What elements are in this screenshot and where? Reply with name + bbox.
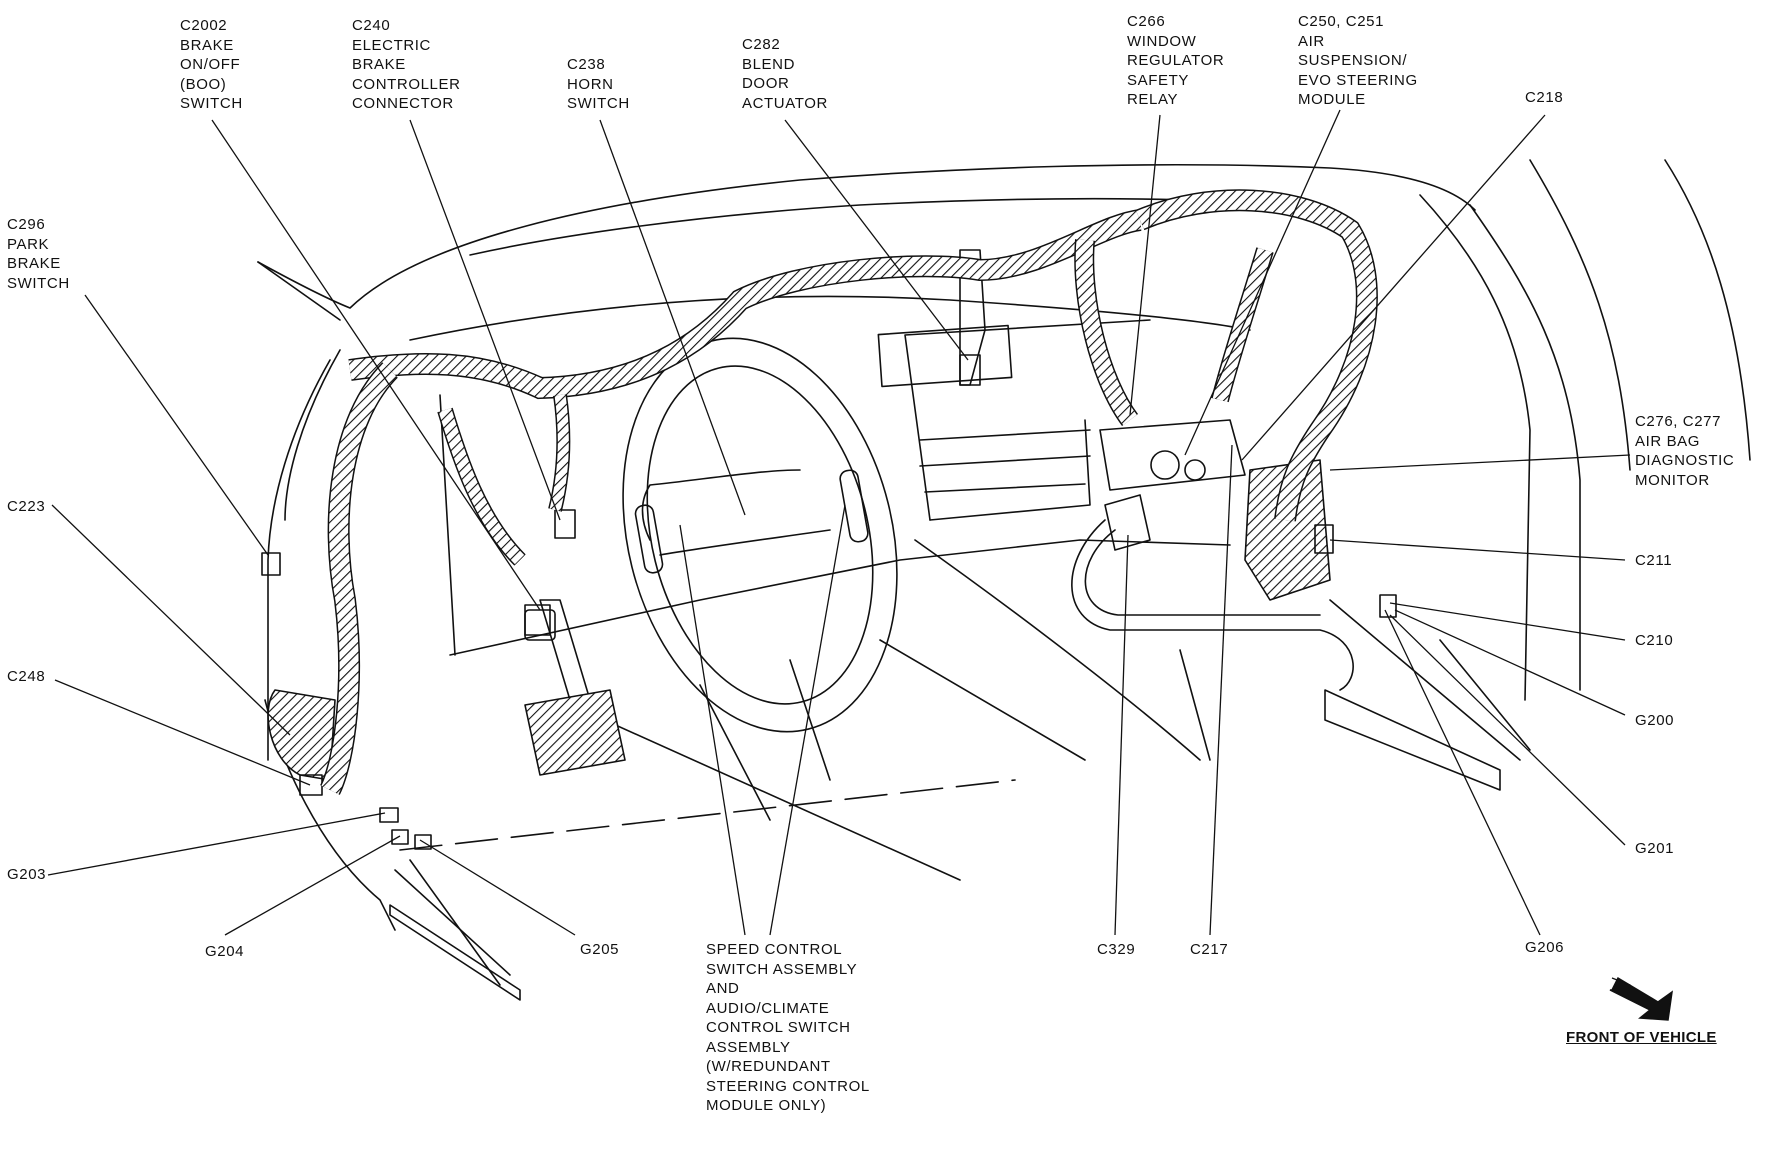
c211-connector xyxy=(1314,524,1334,554)
leader-c210 xyxy=(1389,602,1626,641)
brake-pedal xyxy=(524,689,626,776)
c329-connector xyxy=(1104,494,1151,551)
label-c329: C329 xyxy=(1097,941,1136,958)
right-sill xyxy=(1324,689,1501,791)
front-of-vehicle-label: FRONT OF VEHICLE xyxy=(1566,1029,1717,1046)
leader-g203 xyxy=(47,812,386,876)
leader-c2002 xyxy=(211,119,541,611)
label-c2002: C2002 BRAKE ON/OFF (BOO) SWITCH xyxy=(180,17,243,112)
label-g200: G200 xyxy=(1635,712,1675,729)
steering-spoke-left xyxy=(641,469,801,541)
a-pillar-right-outer xyxy=(1469,204,1581,691)
dash-top-outline xyxy=(257,163,1476,309)
leader-c266 xyxy=(1129,114,1161,416)
leader-g205 xyxy=(419,839,576,936)
leader-g200 xyxy=(1394,609,1626,716)
floor-line-4 xyxy=(1439,639,1531,751)
label-c210: C210 xyxy=(1635,632,1674,649)
label-c248: C248 xyxy=(7,668,46,685)
c296-connector xyxy=(261,552,281,576)
leader-c240 xyxy=(409,119,561,521)
dash-upper-face xyxy=(409,295,1251,341)
brake-pedal-arm xyxy=(539,599,591,701)
dash-panel-face xyxy=(904,319,1151,521)
dash-top-inner xyxy=(469,197,1291,256)
label-c250-c251: C250, C251 AIR SUSPENSION/ EVO STEERING … xyxy=(1298,13,1418,108)
c210-connector xyxy=(1379,594,1397,618)
ground-g205 xyxy=(414,834,432,850)
floor-dash xyxy=(399,779,1016,851)
label-c240: C240 ELECTRIC BRAKE CONTROLLER CONNECTOR xyxy=(352,17,461,112)
a-pillar-right xyxy=(1419,194,1531,701)
steering-wheel-inner xyxy=(646,365,874,705)
leader-c218 xyxy=(1241,114,1546,461)
leader-c211 xyxy=(1329,539,1626,561)
label-g206: G206 xyxy=(1525,939,1565,956)
leader-lines xyxy=(47,109,1631,936)
c223-cluster xyxy=(267,689,336,781)
label-c223: C223 xyxy=(7,498,46,515)
leader-g201 xyxy=(1389,614,1626,846)
label-c217: C217 xyxy=(1190,941,1229,958)
center-stack xyxy=(929,419,1091,521)
dash-lower-shelf xyxy=(914,539,1201,761)
label-c211: C211 xyxy=(1635,552,1673,569)
leader-c217 xyxy=(1209,444,1233,936)
leader-c282 xyxy=(784,119,969,361)
ground-g203 xyxy=(379,807,399,823)
leader-c296 xyxy=(84,294,269,556)
label-g205: G205 xyxy=(580,941,620,958)
door-right-edge xyxy=(1529,159,1631,471)
label-c276-c277: C276, C277 AIR BAG DIAGNOSTIC MONITOR xyxy=(1635,413,1735,489)
label-c238: C238 HORN SWITCH xyxy=(567,56,630,112)
ground-g204 xyxy=(391,829,409,845)
floor-line-1 xyxy=(559,699,961,881)
leader-speed-2 xyxy=(769,504,846,936)
label-c282: C282 BLEND DOOR ACTUATOR xyxy=(742,36,828,112)
label-c266: C266 WINDOW REGULATOR SAFETY RELAY xyxy=(1127,13,1225,108)
arrow-icon xyxy=(1609,976,1673,1021)
wiring-harness xyxy=(319,189,1378,795)
cluster-window xyxy=(877,324,1013,388)
label-g201: G201 xyxy=(1635,840,1675,857)
leader-c223 xyxy=(51,504,291,736)
leader-c248 xyxy=(54,679,311,786)
floor-line-3 xyxy=(1179,649,1211,761)
a-pillar-left xyxy=(284,349,341,521)
steering-column xyxy=(699,659,831,821)
dash-front-edge xyxy=(439,394,456,656)
c2002-connector xyxy=(524,604,551,636)
leader-c238 xyxy=(599,119,746,516)
dash-lower-face xyxy=(449,539,1231,656)
wheel-button-left xyxy=(634,504,664,574)
leader-g204 xyxy=(224,835,401,936)
leader-speed-1 xyxy=(679,524,746,936)
label-speed-control: SPEED CONTROL SWITCH ASSEMBLY AND AUDIO/… xyxy=(706,941,870,1114)
leader-c276 xyxy=(1329,454,1631,471)
label-g204: G204 xyxy=(205,943,245,960)
leader-c329 xyxy=(1114,534,1129,936)
label-c218: C218 xyxy=(1525,89,1564,106)
leader-g206 xyxy=(1384,609,1541,936)
label-c296: C296 PARK BRAKE SWITCH xyxy=(7,216,70,292)
c240-connector xyxy=(554,509,576,539)
dash-left-edge xyxy=(257,261,341,321)
leader-c250 xyxy=(1184,109,1341,456)
label-g203: G203 xyxy=(7,866,47,883)
floor-line-2 xyxy=(879,639,1086,761)
